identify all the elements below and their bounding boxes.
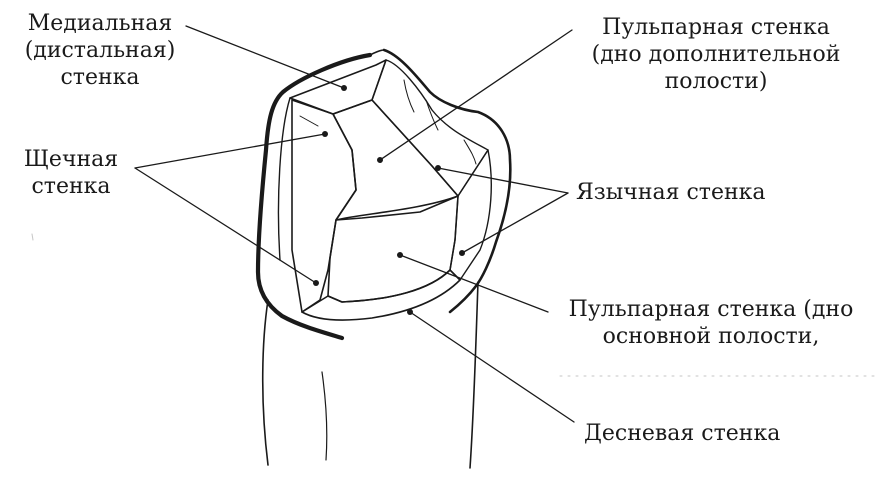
medial-wall <box>289 59 387 115</box>
label-pulpal-main-line2: основной полости, <box>602 324 820 349</box>
label-medial-line1: Медиальная <box>27 11 173 36</box>
leader-buccal-lower <box>134 167 317 284</box>
leader-lingual-upper <box>437 167 569 194</box>
label-lingual-wall: Язычная стенка <box>576 179 766 206</box>
pulpal-wall-main <box>327 195 459 303</box>
label-gingival-wall: Десневая стенка <box>584 420 780 447</box>
cavity <box>289 59 492 321</box>
label-medial-line2: (дистальная) <box>24 38 176 63</box>
tooth-root <box>261 281 479 469</box>
label-pulpal-additional-line2: (дно дополнительной <box>591 42 841 67</box>
leader-pulpal-additional <box>379 29 573 161</box>
label-gingival-line1: Десневая стенка <box>584 421 781 446</box>
label-buccal-line1: Щечная <box>23 147 119 172</box>
leader-buccal-upper <box>134 133 326 169</box>
label-pulpal-wall-additional: Пульпарная стенка (дно дополнительной по… <box>568 14 864 95</box>
leader-lines <box>134 25 575 423</box>
label-pulpal-wall-main: Пульпарная стенка (дно основной полости, <box>546 296 876 350</box>
gingival-wall <box>301 269 461 321</box>
lingual-wall-upper <box>371 59 489 197</box>
leader-gingival <box>409 311 575 423</box>
lingual-wall-lower <box>449 149 492 281</box>
label-lingual-line1: Язычная стенка <box>576 180 766 205</box>
tooth-crown <box>255 48 512 341</box>
leader-lingual-lower <box>461 192 569 254</box>
label-buccal-wall: Щечная стенка <box>6 146 136 200</box>
label-buccal-line2: стенка <box>31 174 111 199</box>
label-pulpal-additional-line1: Пульпарная стенка <box>602 15 830 40</box>
leader-pulpal-main <box>399 254 549 313</box>
label-pulpal-additional-line3: полости) <box>664 69 768 94</box>
label-pulpal-main-line1: Пульпарная стенка (дно <box>568 297 854 322</box>
label-medial-wall: Медиальная (дистальная) стенка <box>10 10 190 91</box>
leader-medial <box>185 25 345 89</box>
label-medial-line3: стенка <box>60 65 140 90</box>
scan-noise <box>31 233 881 377</box>
